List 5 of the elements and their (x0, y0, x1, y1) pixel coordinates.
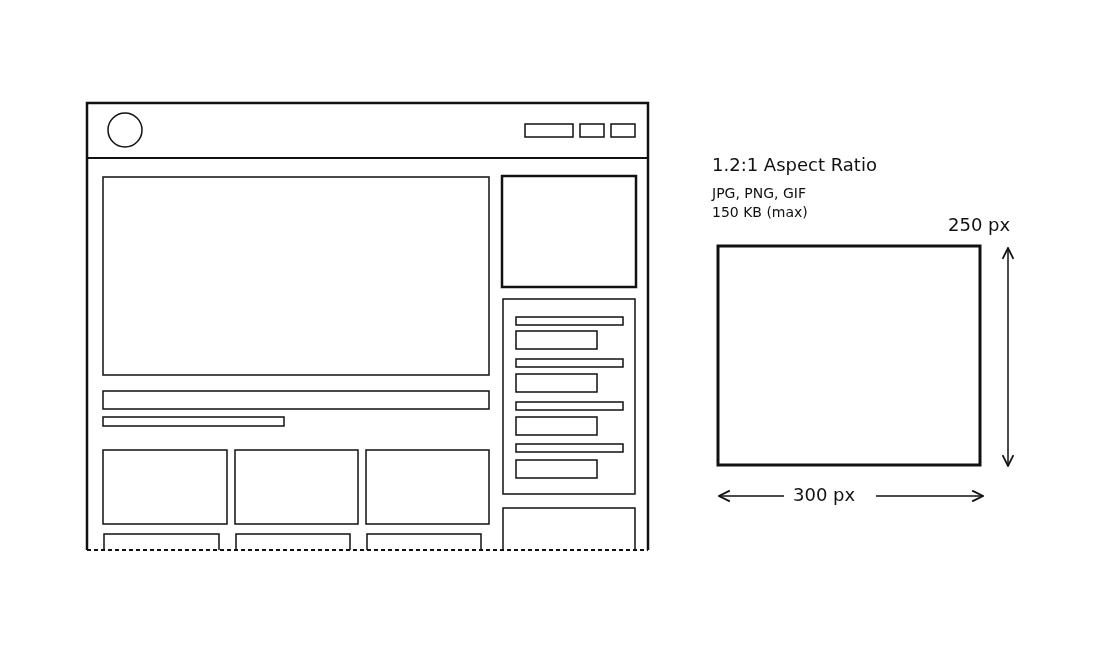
format-note: JPG, PNG, GIF (712, 186, 806, 202)
dimension-label: 250 px (948, 215, 1011, 235)
size-note: 150 KB (max) (712, 205, 808, 221)
heading: 1.2:1 Aspect Ratio (712, 155, 877, 175)
dimension-label: 300 px (793, 485, 856, 505)
